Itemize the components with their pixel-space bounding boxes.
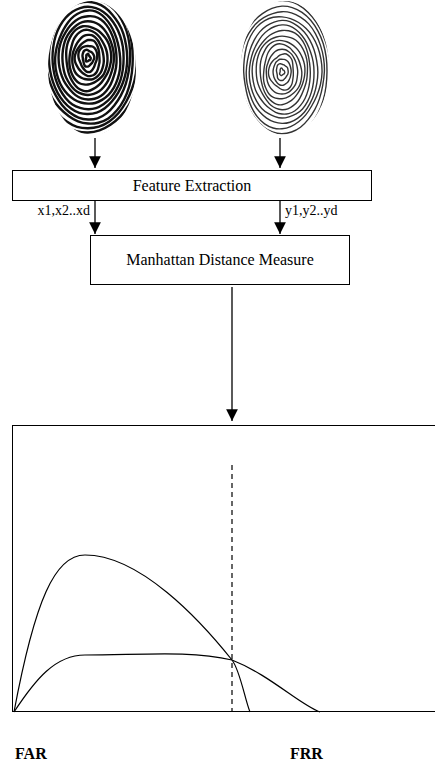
- distribution-curve: [14, 654, 320, 712]
- ridge-line: [36, 0, 141, 132]
- ridge-line: [260, 40, 305, 104]
- ridge-line: [45, 0, 130, 120]
- distribution-curve: [14, 555, 250, 712]
- ridge-line: [263, 44, 301, 99]
- ridge-line: [273, 59, 291, 85]
- ridge-line: [232, 1, 330, 142]
- ridge-line: [66, 26, 111, 91]
- ridge-line: [75, 40, 100, 76]
- ridge-line: [227, 0, 339, 153]
- ridge-line: [72, 35, 104, 80]
- ridge-line: [42, 0, 133, 124]
- ridge-line: [252, 30, 310, 114]
- flow-arrow: [279, 138, 280, 168]
- flow-arrow: [94, 138, 95, 168]
- flow-arrow: [94, 201, 95, 234]
- vector-label: x1,x2..xd: [38, 203, 91, 219]
- vector-label: y1,y2..yd: [285, 203, 338, 219]
- ridge-line: [82, 50, 94, 67]
- ridge-line: [244, 17, 322, 129]
- ridge-line: [78, 46, 97, 72]
- fingerprint-image: [25, 0, 149, 148]
- process-box: Feature Extraction: [12, 170, 372, 201]
- ridge-line: [240, 12, 325, 134]
- ridge-line: [276, 64, 288, 81]
- axis-label: FRR: [290, 745, 323, 763]
- ridge-line: [280, 68, 285, 76]
- ridge-line: [28, 0, 146, 144]
- ridge-line: [39, 0, 137, 128]
- ridge-line: [59, 16, 117, 99]
- ridge-line: [230, 0, 335, 147]
- ridge-line: [53, 7, 124, 109]
- flow-arrow: [279, 201, 280, 234]
- flow-arrow: [231, 287, 232, 421]
- ridge-line: [268, 54, 293, 90]
- axis-label: FAR: [15, 745, 47, 763]
- ridge-line: [32, 0, 144, 138]
- fingerprint-image: [219, 0, 344, 162]
- threshold-line: [231, 465, 232, 712]
- ridge-line: [86, 54, 91, 62]
- ridge-line: [62, 21, 114, 95]
- ridge-line: [55, 10, 120, 103]
- box-label: Manhattan Distance Measure: [126, 251, 313, 269]
- chart-frame: [13, 426, 435, 712]
- ridge-line: [236, 6, 327, 138]
- ridge-line: [49, 2, 127, 114]
- ridge-line: [266, 49, 297, 94]
- ridge-line: [249, 25, 314, 118]
- box-label: Feature Extraction: [133, 177, 252, 195]
- ridge-line: [25, 0, 149, 148]
- ridge-line: [223, 0, 341, 158]
- ridge-line: [256, 36, 307, 110]
- ridge-line: [246, 20, 318, 123]
- ridge-line: [69, 30, 107, 85]
- process-box: Manhattan Distance Measure: [90, 235, 350, 285]
- ridge-line: [219, 0, 344, 162]
